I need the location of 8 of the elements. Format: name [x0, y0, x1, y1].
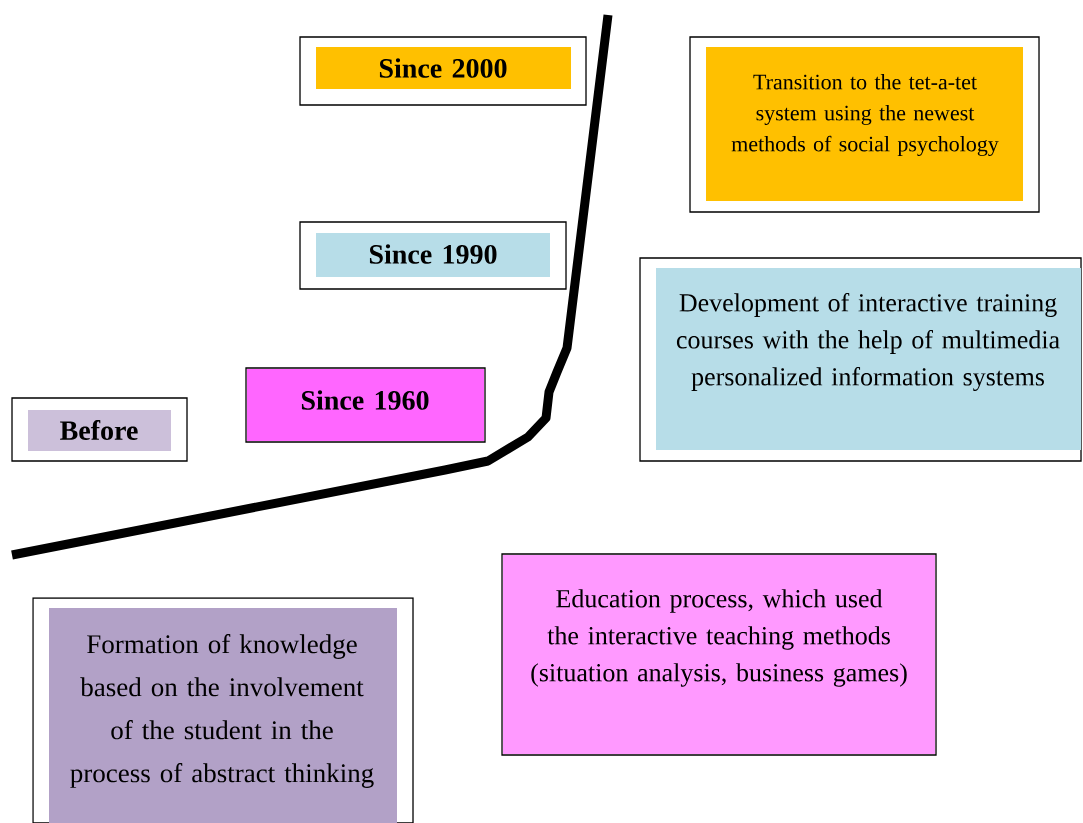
text-box: Transition to the tet-a-tet system using the newest methods of social psychology: [689, 36, 1040, 213]
text-box: Before: [11, 397, 188, 462]
text-box: Since 2000: [299, 36, 587, 106]
text-box: Since 1990: [299, 221, 567, 290]
text-box: Since 1960: [245, 367, 486, 443]
text-box: Formation of knowledge based on the involvement of the student in the process of abstract thinking: [32, 597, 414, 823]
text-box: Education process, which used the interactive teaching methods (situation analysis, business games): [501, 553, 937, 756]
text-box: Development of interactive training courses with the help of multimedia personalized information systems: [639, 257, 1082, 462]
